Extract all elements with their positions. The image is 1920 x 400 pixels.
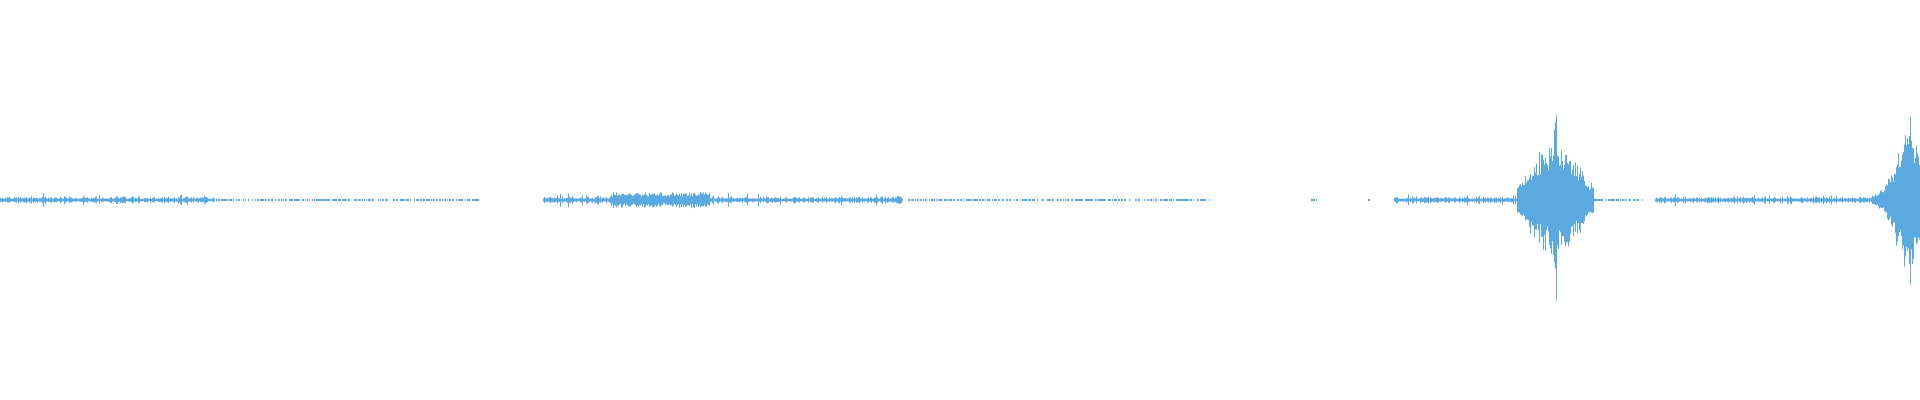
waveform-segment-noise bbox=[543, 193, 611, 208]
waveform-segment-faint bbox=[1368, 199, 1370, 201]
waveform-segment-faint bbox=[1311, 199, 1317, 201]
waveform-segment-noise bbox=[1394, 194, 1517, 206]
waveform-segment-burst bbox=[611, 192, 710, 209]
waveform-bars bbox=[0, 115, 1920, 301]
waveform-segment-noise bbox=[1655, 194, 1872, 207]
waveform-segment-noise bbox=[710, 193, 902, 207]
waveform-segment-faint bbox=[902, 199, 1210, 201]
waveform-segment-spike bbox=[1517, 115, 1594, 301]
waveform-segment-faint bbox=[216, 199, 479, 201]
waveform-segment-spike bbox=[1872, 116, 1920, 285]
waveform-segment-noise bbox=[0, 193, 215, 207]
waveform-segment-faint bbox=[1594, 199, 1643, 201]
